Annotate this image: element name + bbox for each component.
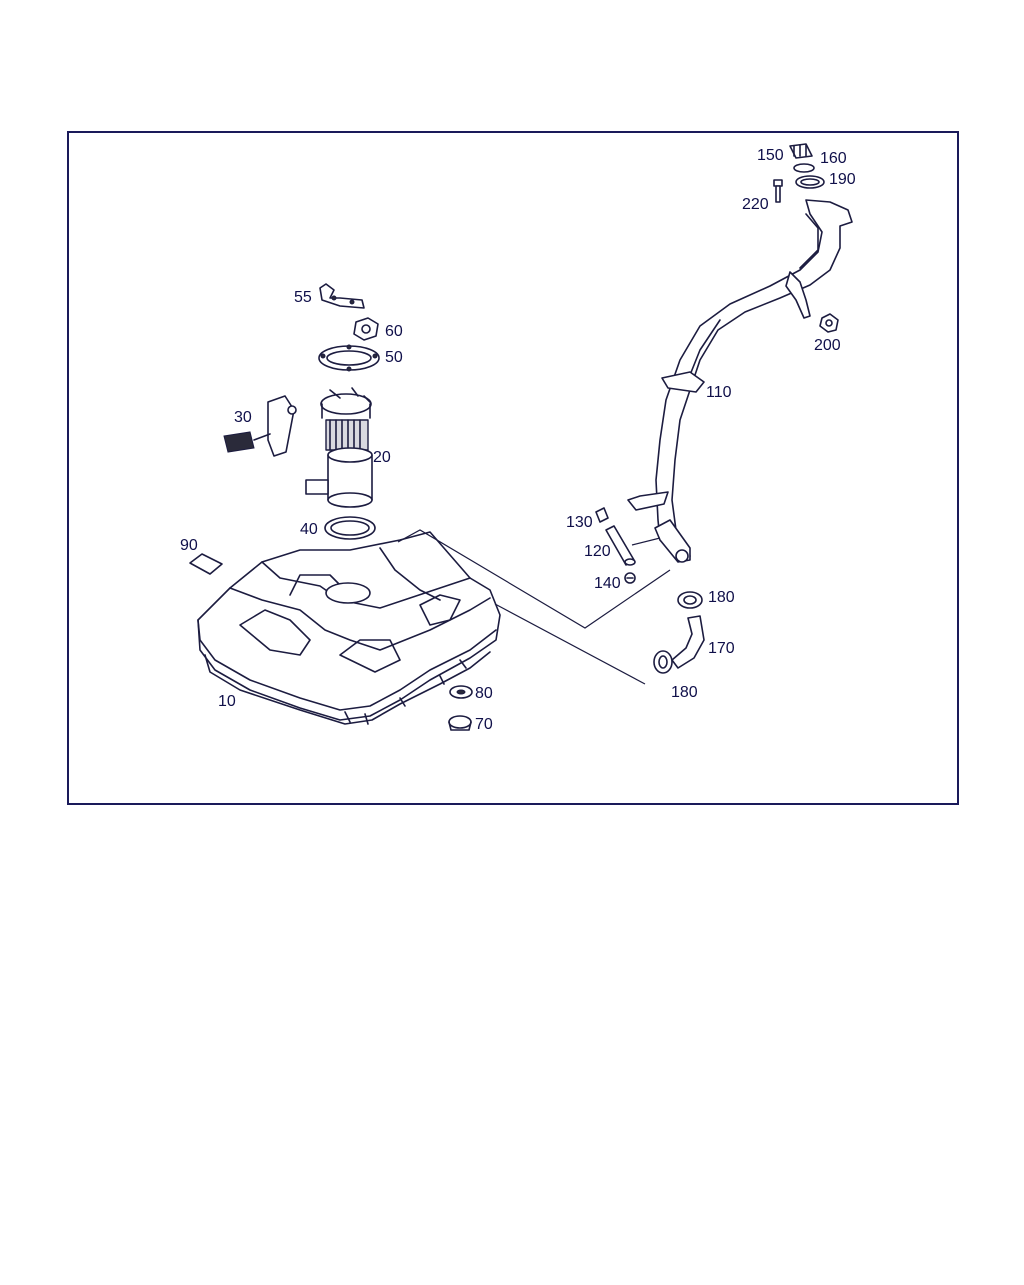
leader-line-hose (494, 603, 646, 685)
grommet-70 (448, 715, 472, 731)
label-220: 220 (742, 196, 769, 213)
label-190: 190 (829, 171, 856, 188)
label-90: 90 (180, 537, 198, 554)
hose-120 (605, 525, 636, 566)
grommet-80 (449, 685, 473, 699)
part-labels: 10 20 30 40 50 55 60 70 80 90 110 120 13… (180, 147, 856, 733)
label-170: 170 (708, 640, 735, 657)
label-160: 160 (820, 150, 847, 167)
ring-190 (795, 175, 825, 189)
label-80: 80 (475, 685, 493, 702)
label-110: 110 (706, 384, 732, 401)
label-200: 200 (814, 337, 841, 354)
label-180-upper: 180 (708, 589, 735, 606)
leader-line-tank (397, 529, 671, 629)
seal-160 (793, 163, 815, 173)
label-20: 20 (373, 449, 391, 466)
leader-line-120 (631, 537, 661, 546)
diagram-frame (67, 131, 959, 805)
bolt-220 (773, 179, 783, 203)
hose-170 (671, 615, 705, 669)
label-40: 40 (300, 521, 318, 538)
label-55: 55 (294, 289, 312, 306)
label-50: 50 (385, 349, 403, 366)
clamp-180-upper (677, 591, 703, 609)
plug-130 (595, 507, 609, 523)
label-120: 120 (584, 543, 611, 560)
screw-140 (624, 572, 636, 584)
seal-ring-40 (324, 516, 376, 540)
label-60: 60 (385, 323, 403, 340)
label-30: 30 (234, 409, 252, 426)
pad-90 (189, 553, 223, 575)
filler-pipe-part (627, 199, 853, 563)
label-10: 10 (218, 693, 236, 710)
clamp-180-lower (653, 650, 673, 674)
label-130: 130 (566, 514, 593, 531)
nut-60 (353, 317, 379, 341)
label-150: 150 (757, 147, 784, 164)
cap-150 (789, 143, 813, 159)
fuel-tank-part (197, 531, 501, 725)
label-180-lower: 180 (671, 684, 698, 701)
nut-200 (819, 313, 839, 333)
level-sender-part (223, 395, 297, 457)
label-140: 140 (594, 575, 621, 592)
clip-55 (319, 283, 365, 309)
label-70: 70 (475, 716, 493, 733)
fuel-pump-part (305, 387, 373, 508)
lock-ring-50 (318, 344, 380, 372)
